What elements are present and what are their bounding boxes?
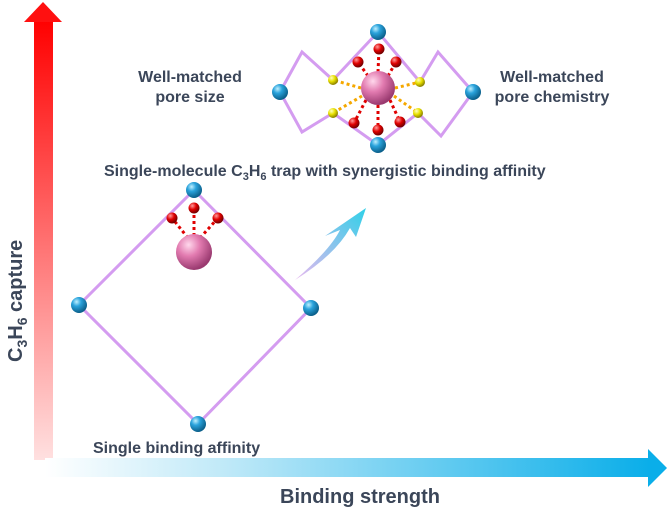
trap-framework: [272, 24, 481, 153]
y-axis-arrow: [24, 2, 62, 460]
label-pore-size-2: pore size: [155, 89, 224, 106]
label-pore-size-1: Well-matched: [138, 69, 242, 86]
label-trap: Single-molecule C3H6 trap with synergist…: [104, 163, 546, 183]
label-pore-chemistry-2: pore chemistry: [495, 89, 610, 106]
transition-arrow: [295, 208, 366, 280]
guest-molecule: [176, 234, 212, 270]
x-axis-arrow: [45, 449, 667, 487]
small-pore-framework: [71, 182, 319, 432]
y-axis-label: C3H6 capture: [5, 240, 30, 362]
label-pore-chemistry-1: Well-matched: [500, 69, 604, 86]
x-axis-label: Binding strength: [280, 486, 440, 508]
label-single-binding: Single binding affinity: [93, 440, 260, 457]
